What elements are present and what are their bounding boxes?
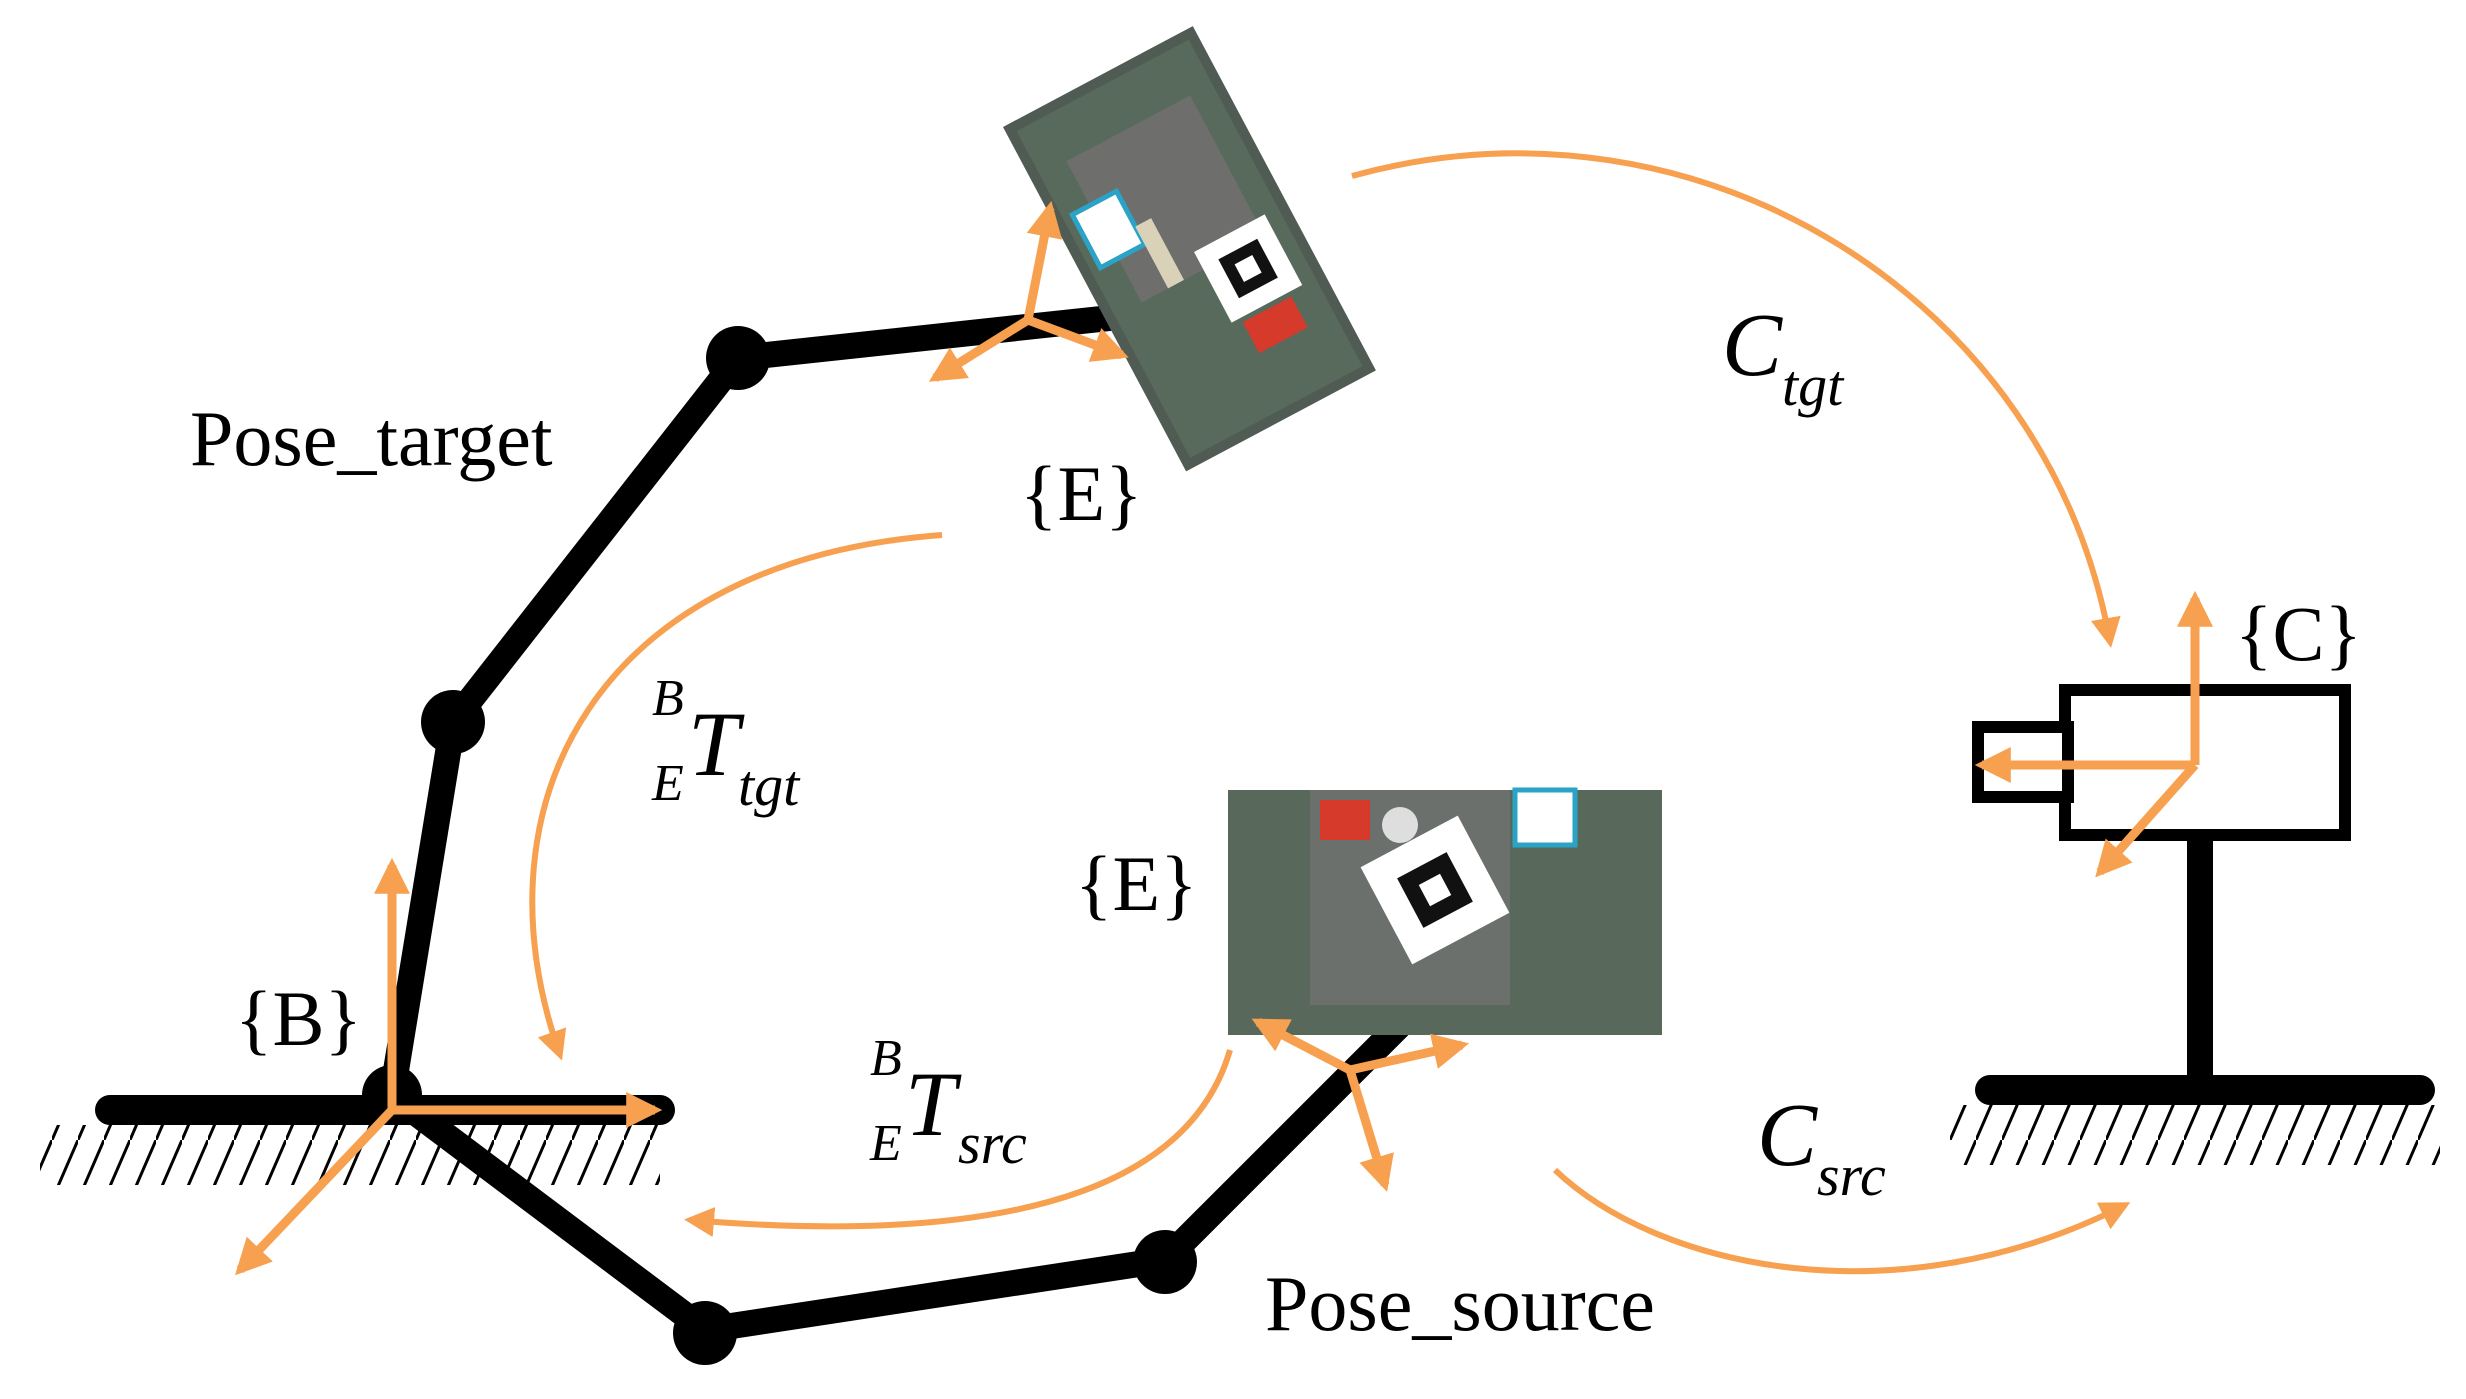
t-tgt-sup: B <box>652 670 684 727</box>
t-tgt-label: B E T tgt <box>651 670 801 818</box>
c-tgt-sub: tgt <box>1782 353 1845 418</box>
t-tgt-main: T <box>688 693 745 795</box>
arrow-t-src <box>684 1049 1233 1237</box>
c-tgt-main: C <box>1722 296 1783 395</box>
top-snapshot-image <box>1003 26 1376 472</box>
t-src-sub: src <box>958 1111 1027 1176</box>
arrow-c-tgt <box>1351 150 2121 648</box>
c-src-main: C <box>1757 1086 1818 1185</box>
transform-arrows <box>529 150 2131 1275</box>
arrow-c-src <box>1552 1167 2131 1275</box>
pose-source-label: Pose_source <box>1265 1260 1655 1347</box>
robot-arm-source <box>362 1015 1410 1365</box>
c-src-label: Csrc <box>1757 1086 1886 1208</box>
frame-e-top-label: {E} <box>1020 450 1143 537</box>
source-snapshot-image <box>1228 787 1662 1035</box>
ee-source-frame-axes <box>1251 1018 1470 1192</box>
ee-target-frame-axes <box>928 200 1129 382</box>
t-src-main: T <box>905 1053 962 1155</box>
c-src-sub: src <box>1817 1143 1886 1208</box>
camera-frame-axes <box>1974 590 2213 878</box>
t-tgt-sub: tgt <box>738 753 801 818</box>
t-src-label: B E T src <box>869 1030 1027 1176</box>
robot-arm-target <box>379 305 1112 1098</box>
c-tgt-label: Ctgt <box>1722 296 1845 418</box>
pose-target-label: Pose_target <box>190 395 553 482</box>
arrow-t-tgt <box>529 532 943 1061</box>
frame-e-mid-label: {E} <box>1075 840 1198 927</box>
t-tgt-pre: E <box>651 755 684 812</box>
frame-c-label: {C} <box>2235 590 2362 677</box>
t-src-pre: E <box>869 1115 902 1172</box>
frame-b-label: {B} <box>235 975 362 1062</box>
base-frame-axes <box>235 857 663 1276</box>
ground-left <box>40 1095 675 1185</box>
t-src-sup: B <box>870 1030 902 1087</box>
camera-stand <box>1950 835 2440 1165</box>
